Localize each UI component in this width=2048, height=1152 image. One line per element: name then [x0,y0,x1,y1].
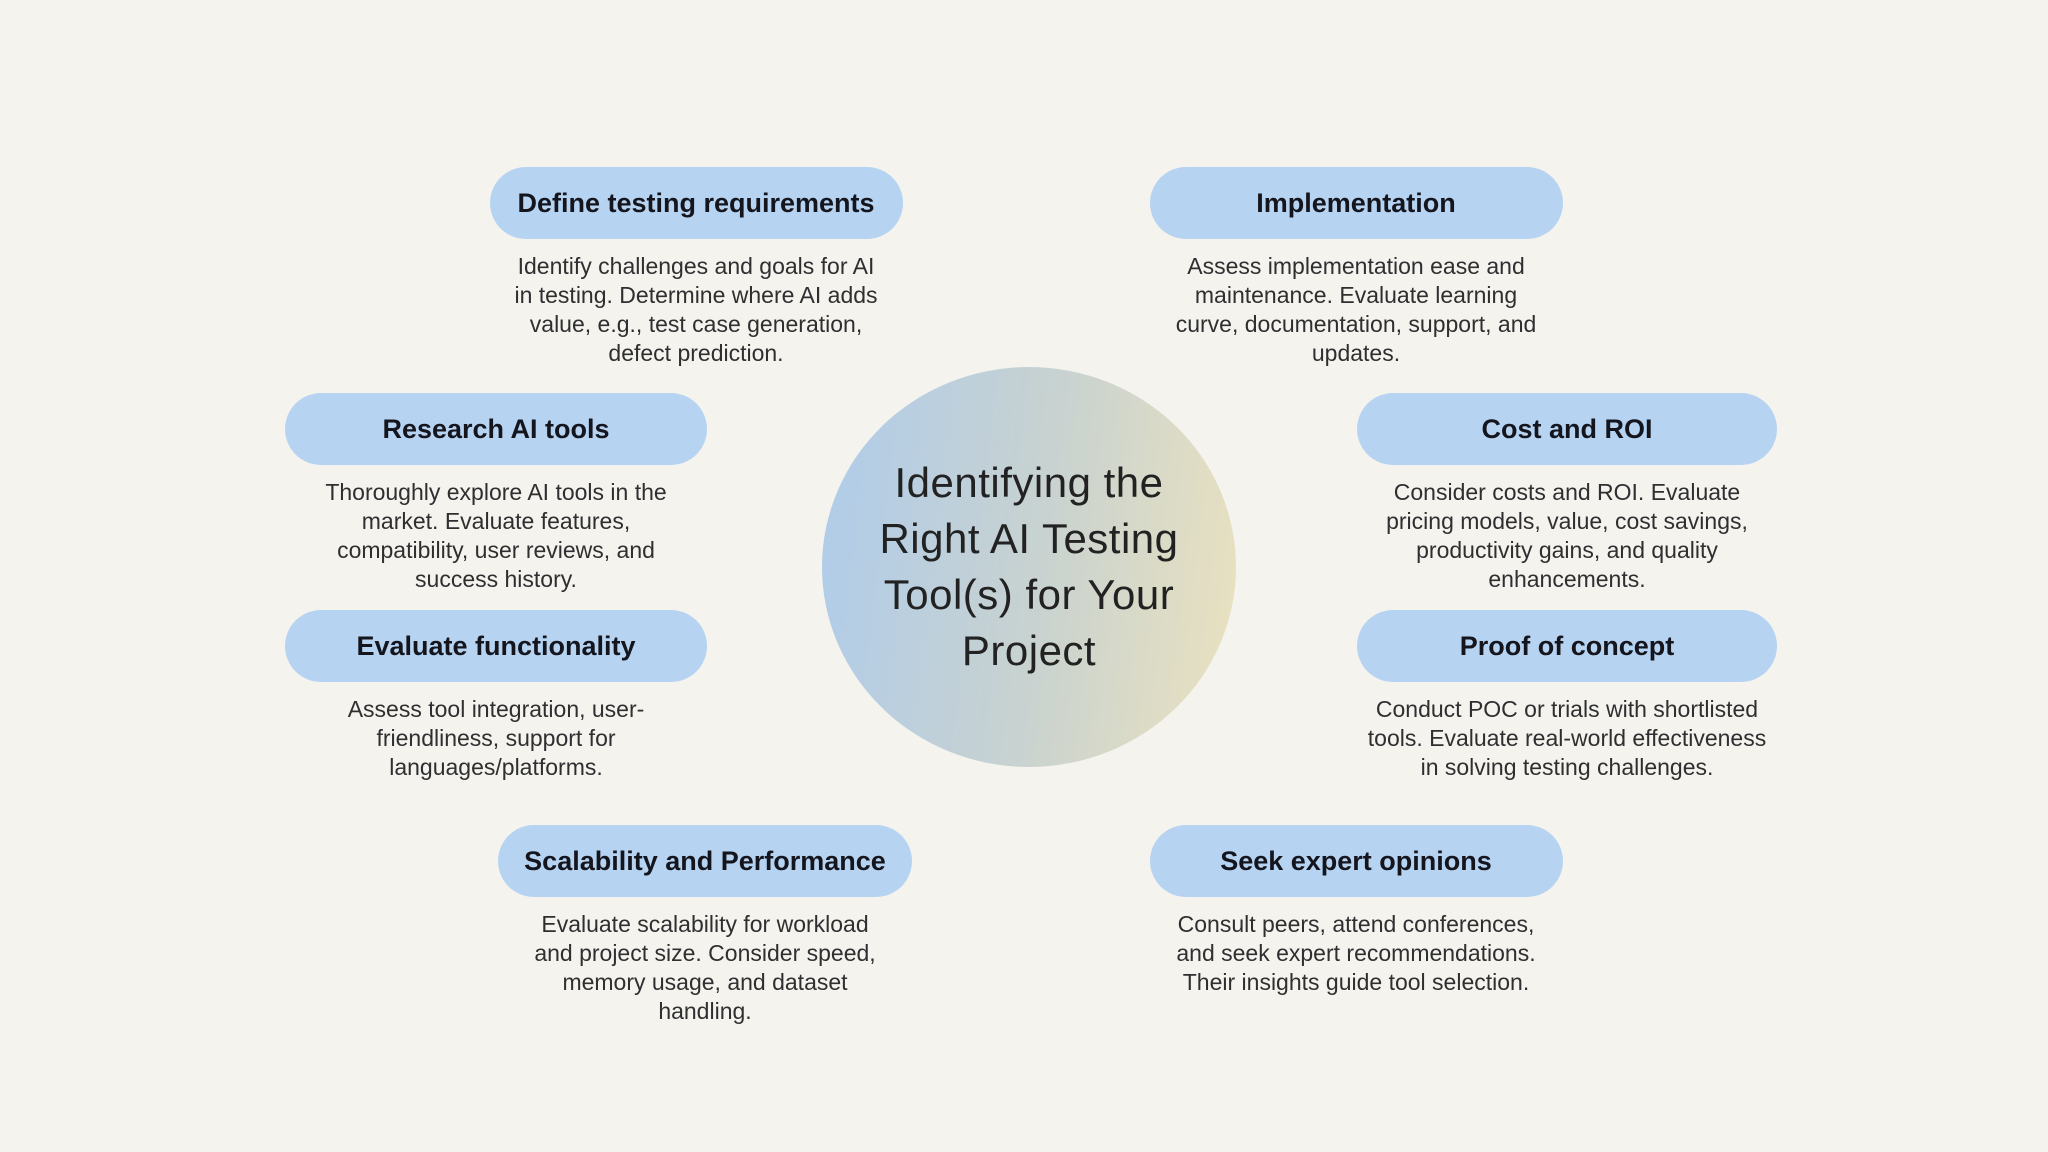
node-evaluate-functionality: Evaluate functionality Assess tool integ… [256,610,736,782]
node-description: Thoroughly explore AI tools in the marke… [325,479,667,592]
node-title: Seek expert opinions [1220,845,1492,876]
node-pill: Research AI tools [285,393,707,465]
node-description: Assess implementation ease and maintenan… [1175,253,1537,366]
node-pill: Seek expert opinions [1149,825,1563,897]
node-pill: Define testing requirements [489,167,903,239]
node-pill: Implementation [1149,167,1563,239]
node-cost-and-roi: Cost and ROI Consider costs and ROI. Eva… [1327,393,1807,594]
node-pill: Scalability and Performance [498,825,912,897]
node-define-testing-requirements: Define testing requirements Identify cha… [456,167,936,368]
node-title: Research AI tools [382,413,610,444]
node-scalability-and-performance: Scalability and Performance Evaluate sca… [465,825,945,1026]
node-pill: Cost and ROI [1357,393,1777,465]
node-title: Evaluate functionality [356,630,636,661]
node-description: Conduct POC or trials with shortlisted t… [1367,696,1767,780]
node-title: Scalability and Performance [524,845,886,876]
node-implementation: Implementation Assess implementation eas… [1116,167,1596,368]
node-title: Define testing requirements [517,187,875,218]
center-circle: Identifying the Right AI Testing Tool(s)… [822,367,1236,767]
node-description: Consider costs and ROI. Evaluate pricing… [1386,479,1748,592]
node-seek-expert-opinions: Seek expert opinions Consult peers, atte… [1116,825,1596,997]
node-description: Evaluate scalability for workload and pr… [534,911,876,1024]
node-description: Consult peers, attend conferences, and s… [1176,911,1536,995]
node-description: Identify challenges and goals for AI in … [514,253,878,366]
node-description: Assess tool integration, user- friendlin… [347,696,645,780]
node-title: Proof of concept [1459,630,1675,661]
node-proof-of-concept: Proof of concept Conduct POC or trials w… [1317,610,1817,782]
node-title: Cost and ROI [1481,413,1653,444]
node-title: Implementation [1256,187,1456,218]
node-pill: Evaluate functionality [285,610,707,682]
center-title: Identifying the Right AI Testing Tool(s)… [879,459,1179,674]
node-research-ai-tools: Research AI tools Thoroughly explore AI … [256,393,736,594]
node-pill: Proof of concept [1357,610,1777,682]
